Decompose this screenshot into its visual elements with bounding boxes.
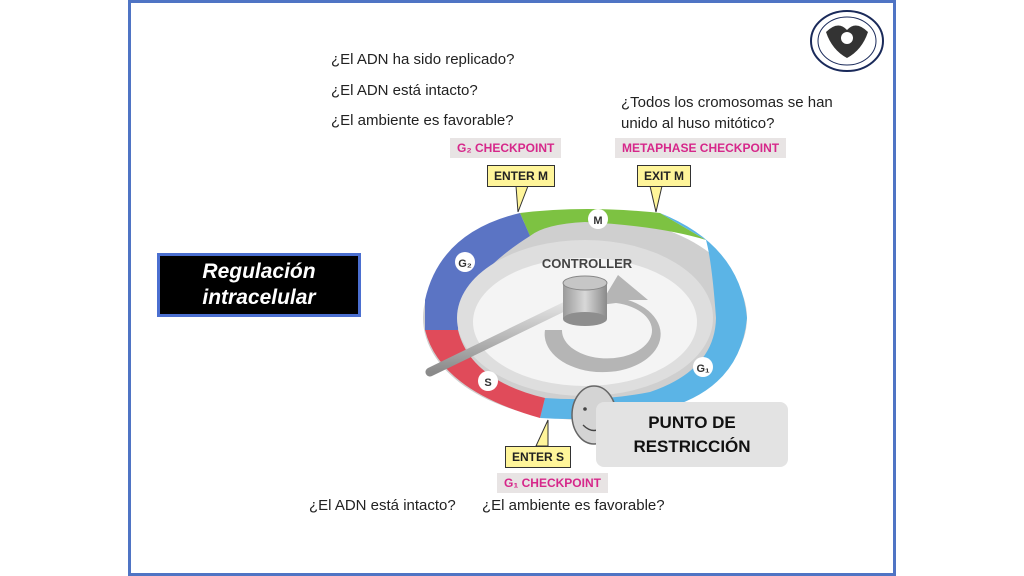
exit-m-pointer (649, 185, 663, 213)
enter-m-box: ENTER M (487, 165, 555, 187)
phase-g2-marker (455, 252, 475, 272)
phase-m-marker (588, 209, 608, 229)
g1-checkpoint-label: G₁ CHECKPOINT (497, 473, 608, 493)
phase-g2-label: G₂ (458, 258, 472, 270)
controller-label: CONTROLLER (542, 256, 633, 271)
title-box: Regulación intracelular (157, 253, 361, 317)
phase-m-label: M (593, 215, 602, 227)
phase-s-label: S (484, 377, 491, 389)
controller-arm (425, 295, 583, 377)
question-environment-top: ¿El ambiente es favorable? (331, 112, 514, 129)
exit-m-box: EXIT M (637, 165, 692, 187)
phase-g1-label: G₁ (696, 363, 710, 375)
enter-s-box: ENTER S (505, 446, 572, 468)
title-line1: Regulación (202, 260, 316, 283)
question-dna-intact-top: ¿El ADN está intacto? (331, 82, 478, 99)
g2-checkpoint-label: G₂ CHECKPOINT (450, 138, 562, 158)
title-line2: intracelular (202, 286, 316, 309)
enter-s-pointer (535, 419, 549, 447)
phase-g1-marker (693, 357, 713, 377)
restriction-line2: RESTRICCIÓN (633, 436, 751, 456)
metaphase-checkpoint-label: METAPHASE CHECKPOINT (615, 138, 787, 158)
question-chromosomes-line1: ¿Todos los cromosomas se han (621, 94, 833, 111)
enter-m-pointer (515, 185, 529, 213)
rotation-arrow (544, 275, 661, 373)
restriction-line1: PUNTO DE (648, 412, 736, 432)
phase-s-marker (478, 371, 498, 391)
phase-m-segment (520, 209, 706, 240)
question-environment-bottom: ¿El ambiente es favorable? (482, 497, 665, 514)
phase-g2-segment (425, 213, 530, 330)
question-chromosomes-line2: unido al huso mitótico? (621, 115, 775, 132)
question-dna-intact-bottom: ¿El ADN está intacto? (309, 497, 456, 514)
question-dna-replicated: ¿El ADN ha sido replicado? (331, 51, 515, 68)
controller-knob-bottom (563, 312, 607, 326)
controller-knob-top (562, 275, 608, 291)
restriction-point-box: PUNTO DE RESTRICCIÓN (596, 402, 788, 467)
